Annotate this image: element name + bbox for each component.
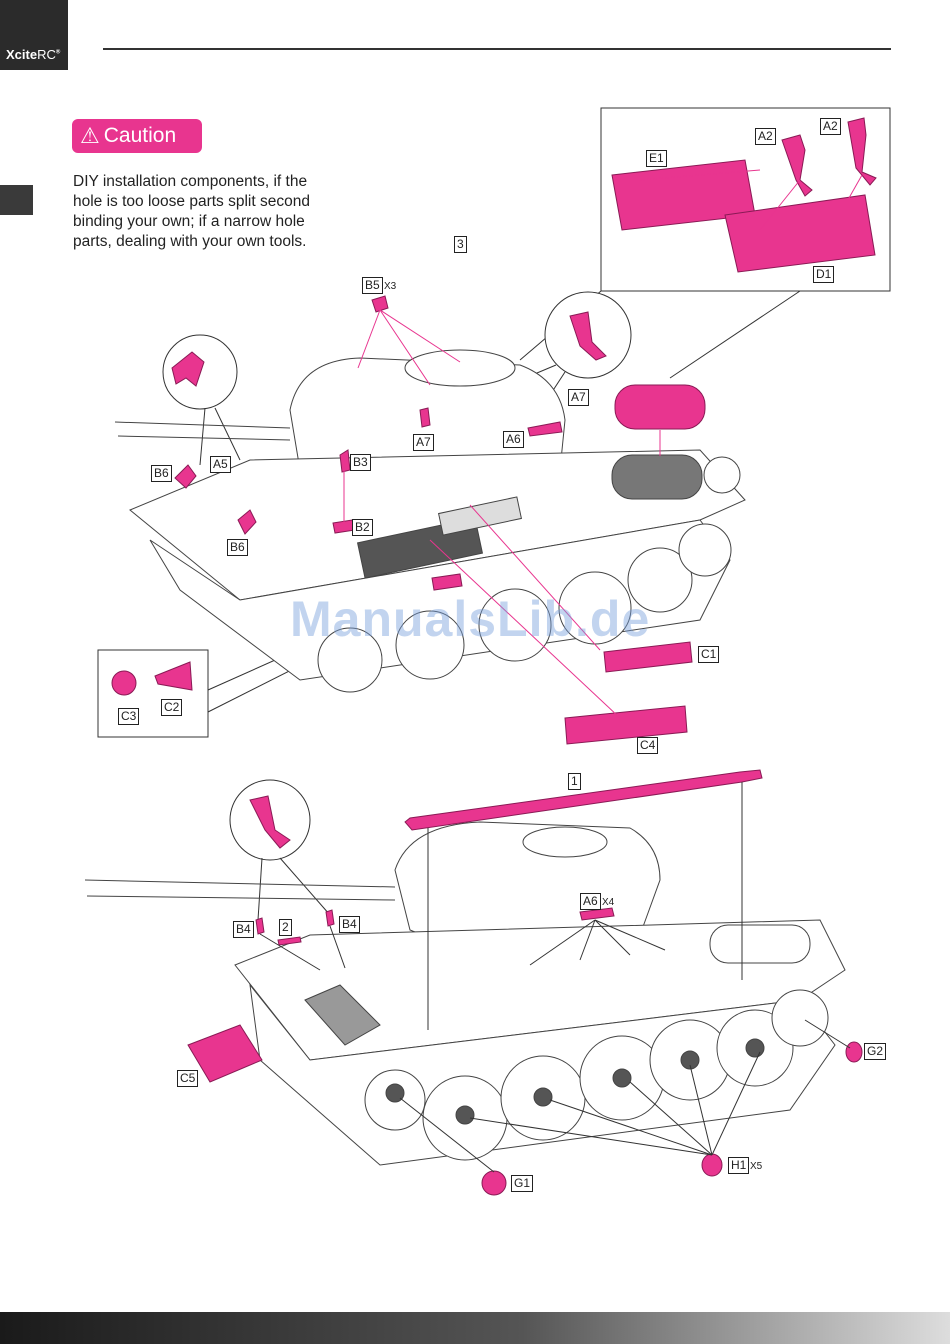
label-b4a: B4 <box>233 921 254 938</box>
label-a2a: A2 <box>755 128 776 145</box>
label-c1: C1 <box>698 646 719 663</box>
step-number-2: 2 <box>279 919 292 936</box>
label-b6a: B6 <box>151 465 172 482</box>
qty-b5: X3 <box>384 281 396 292</box>
part-b4a <box>256 918 264 934</box>
label-c5: C5 <box>177 1070 198 1087</box>
c2-c3-detail-frame <box>98 650 208 737</box>
part-b4b <box>326 910 334 926</box>
qty-a6: X4 <box>602 897 614 908</box>
label-b5: B5 <box>362 277 383 294</box>
label-a2b: A2 <box>820 118 841 135</box>
qty-h1: X5 <box>750 1161 762 1172</box>
watermark: ManualsLib.de <box>290 590 650 648</box>
label-b4b: B4 <box>339 916 360 933</box>
label-d1: D1 <box>813 266 834 283</box>
label-c4: C4 <box>637 737 658 754</box>
tow-cable-1 <box>405 770 762 830</box>
label-b2: B2 <box>352 519 373 536</box>
label-a7b: A7 <box>413 434 434 451</box>
part-c4 <box>565 706 687 744</box>
fuel-tank-part <box>615 385 705 429</box>
footer-bar <box>0 1312 950 1344</box>
label-c3: C3 <box>118 708 139 725</box>
track-c5 <box>188 1025 262 1082</box>
label-a6: A6 <box>503 431 524 448</box>
cap-g1 <box>482 1171 506 1195</box>
label-e1: E1 <box>646 150 667 167</box>
label-a6-bottom: A6 <box>580 893 601 910</box>
label-a7a: A7 <box>568 389 589 406</box>
label-a5: A5 <box>210 456 231 473</box>
label-b6b: B6 <box>227 539 248 556</box>
label-b3: B3 <box>350 454 371 471</box>
label-g2: G2 <box>864 1043 886 1060</box>
cap-h1 <box>702 1154 722 1176</box>
step-number-1: 1 <box>568 773 581 790</box>
label-h1: H1 <box>728 1157 749 1174</box>
label-g1: G1 <box>511 1175 533 1192</box>
label-c2: C2 <box>161 699 182 716</box>
cap-g2 <box>846 1042 862 1062</box>
part-b5 <box>372 296 388 312</box>
step-number-3: 3 <box>454 236 467 253</box>
part-a7 <box>420 408 430 427</box>
part-c3 <box>112 671 136 695</box>
